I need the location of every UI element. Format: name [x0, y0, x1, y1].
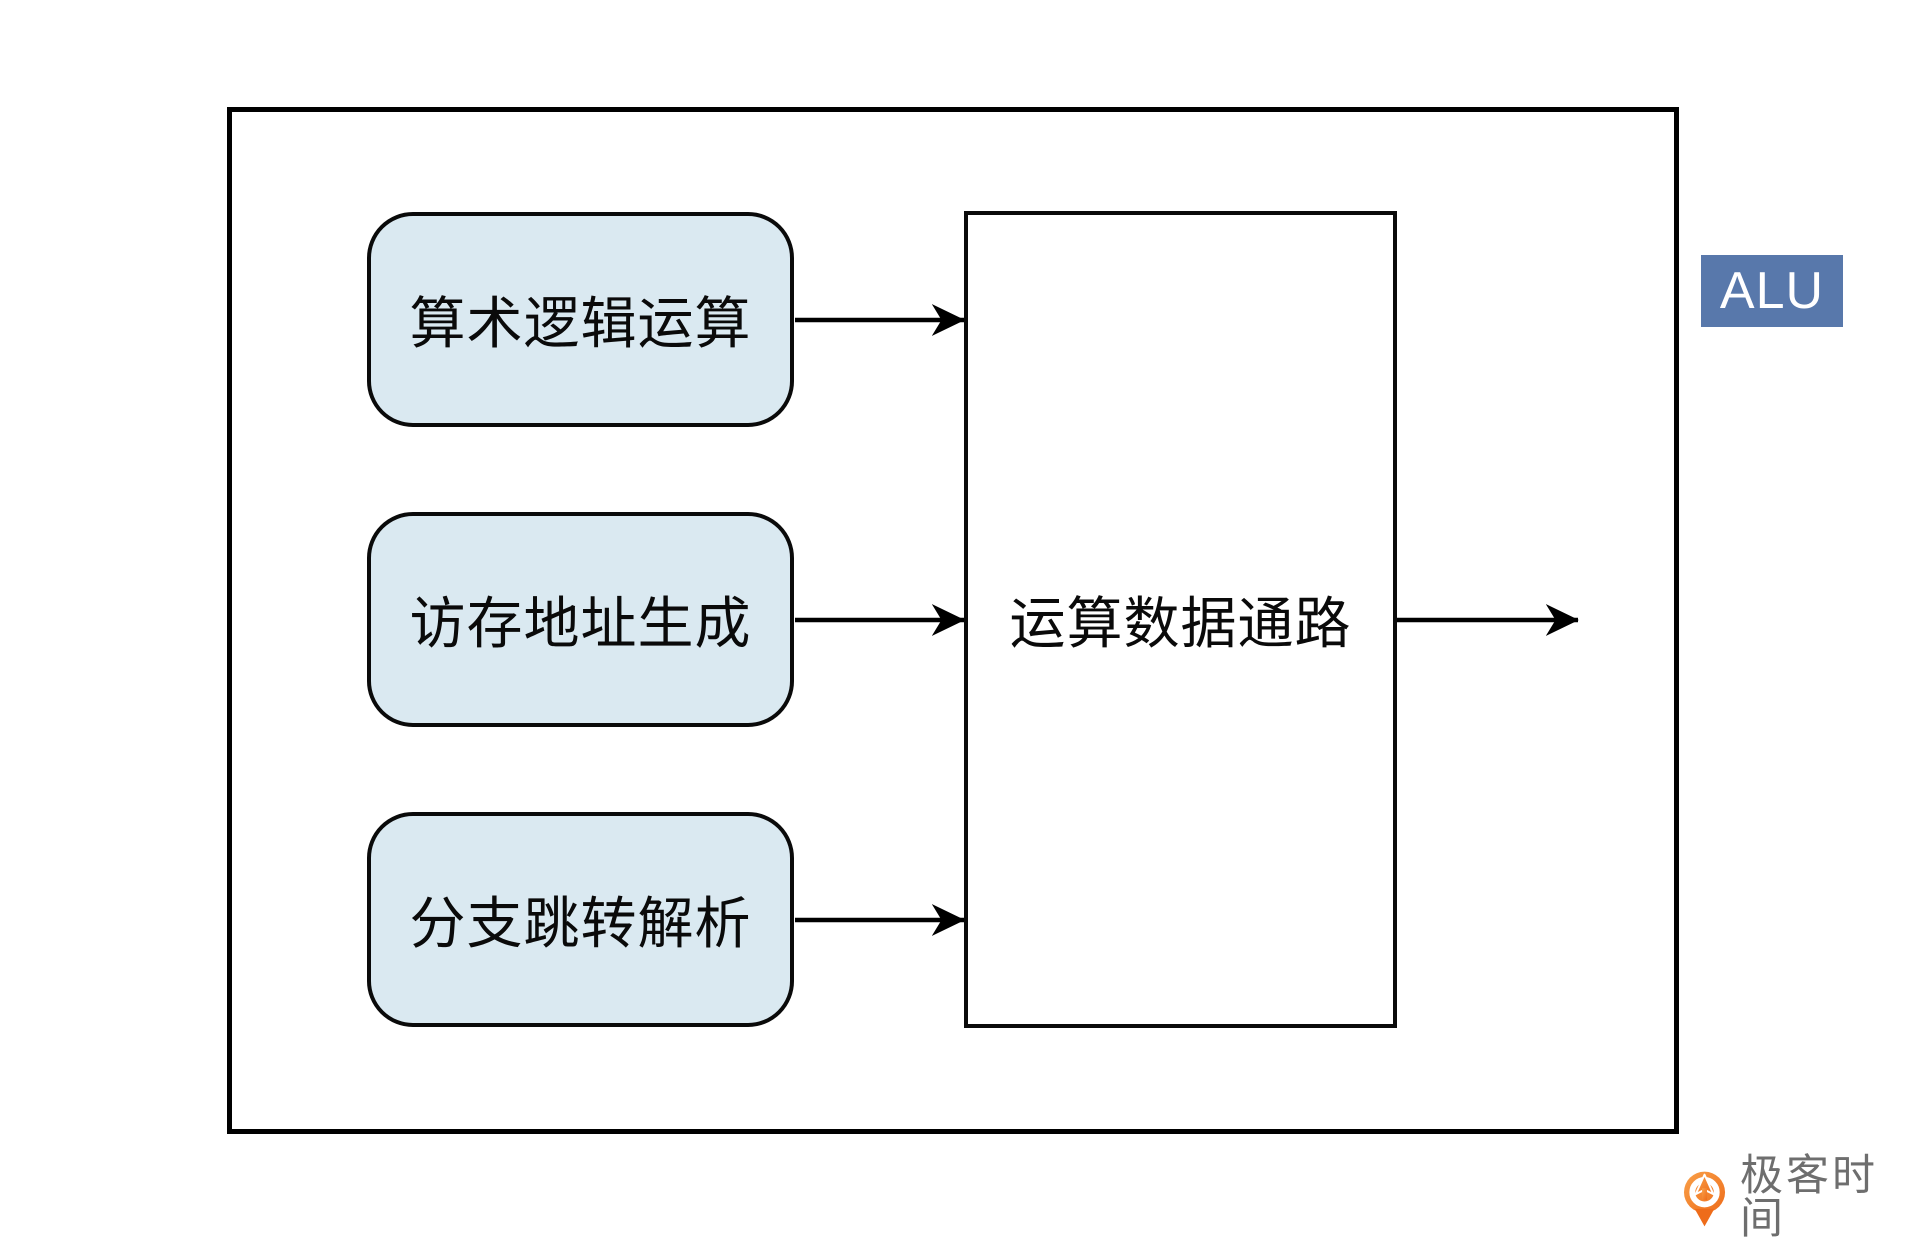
datapath-label: 运算数据通路: [1009, 592, 1352, 655]
datapath-box: 运算数据通路: [964, 211, 1397, 1028]
alu-badge: ALU: [1701, 255, 1843, 327]
input-box-label: 分支跳转解析: [409, 892, 752, 955]
geektime-logo: 极客时间: [1683, 1155, 1920, 1242]
geektime-logo-text: 极客时间: [1740, 1152, 1879, 1242]
geektime-icon: [1683, 1171, 1726, 1227]
input-box-label: 算术逻辑运算: [409, 292, 752, 355]
alu-badge-label: ALU: [1719, 262, 1825, 320]
alu-frame: ALU 算术逻辑运算 访存地址生成 分支跳转解析 运算数据通路: [227, 107, 1843, 1134]
input-box-arithmetic-logic: 算术逻辑运算: [367, 212, 794, 427]
input-box-memory-address: 访存地址生成: [367, 512, 794, 727]
input-box-label: 访存地址生成: [409, 592, 752, 655]
input-box-branch-jump: 分支跳转解析: [367, 812, 794, 1027]
